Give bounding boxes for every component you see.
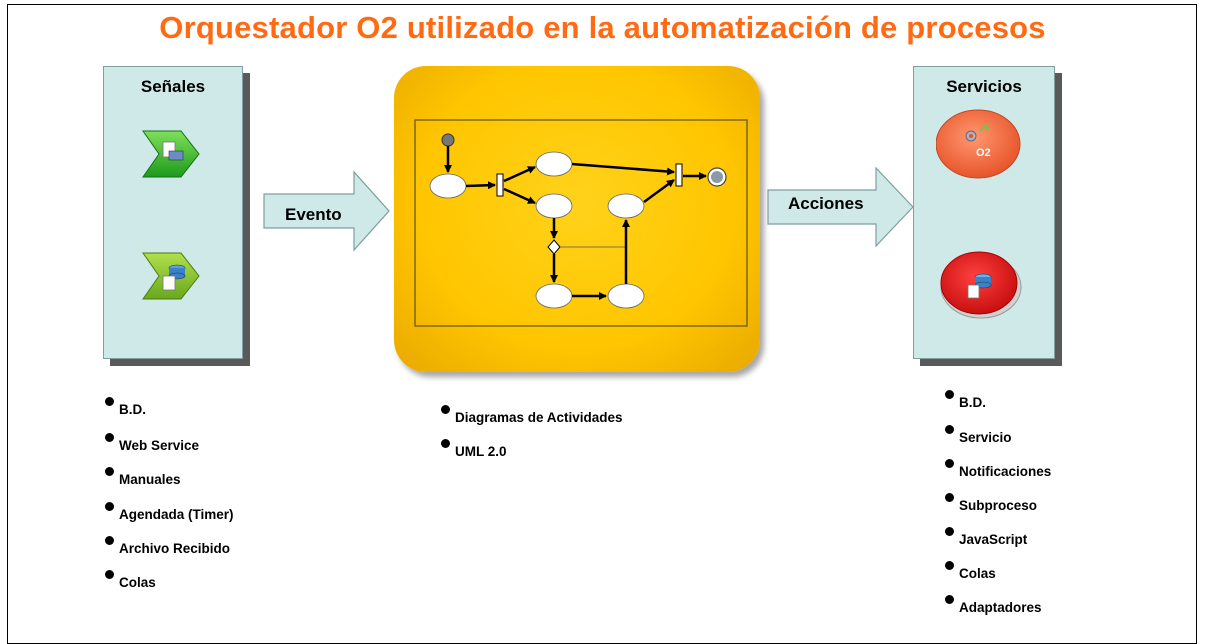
signals-panel: Señales <box>103 66 243 359</box>
event-arrow <box>263 170 390 252</box>
list-item: Archivo Recibido <box>104 536 234 575</box>
activity-diagram <box>414 119 748 327</box>
activity-node <box>535 283 573 309</box>
list-item: Servicio <box>944 425 1051 464</box>
actions-arrow-label: Acciones <box>788 194 864 213</box>
services-list: B.D. Servicio Notificaciones Subproceso … <box>944 390 1051 615</box>
signals-panel-title: Señales <box>140 77 206 96</box>
actions-arrow <box>767 166 914 248</box>
activity-node <box>607 283 645 309</box>
list-item: JavaScript <box>944 527 1051 566</box>
signals-list: B.D. Web Service Manuales Agendada (Time… <box>104 397 234 590</box>
list-item: Colas <box>944 561 1051 600</box>
services-panel-title: Servicios <box>946 77 1022 96</box>
fork-bar <box>496 173 504 197</box>
orange-o2-gear-icon: O2 <box>936 109 1021 179</box>
list-item: Adaptadores <box>944 595 1051 615</box>
green-chevron-database-icon <box>142 252 200 300</box>
activity-node <box>535 193 573 219</box>
slide-title: Orquestador O2 utilizado en la automatiz… <box>159 10 1046 45</box>
list-item: Agendada (Timer) <box>104 502 234 541</box>
join-bar <box>675 163 683 187</box>
diagram-list: Diagramas de Actividades UML 2.0 <box>440 405 623 459</box>
list-item: Manuales <box>104 467 234 507</box>
list-item: B.D. <box>944 390 1051 430</box>
list-item: UML 2.0 <box>440 439 623 459</box>
activity-node <box>607 193 645 219</box>
activity-node <box>535 151 573 177</box>
list-item: Web Service <box>104 433 234 472</box>
red-database-icon <box>940 251 1022 319</box>
services-panel: Servicios O2 <box>913 66 1055 359</box>
list-item: Colas <box>104 570 234 590</box>
o2-label: O2 <box>976 147 991 159</box>
list-item: Diagramas de Actividades <box>440 405 623 444</box>
list-item: Notificaciones <box>944 459 1051 498</box>
decision-node <box>547 239 561 255</box>
event-arrow-label: Evento <box>285 205 342 224</box>
activity-node <box>429 173 467 199</box>
list-item: B.D. <box>104 397 234 438</box>
green-chevron-document-icon <box>142 130 200 178</box>
list-item: Subproceso <box>944 493 1051 532</box>
activity-diagram-box <box>394 66 760 372</box>
